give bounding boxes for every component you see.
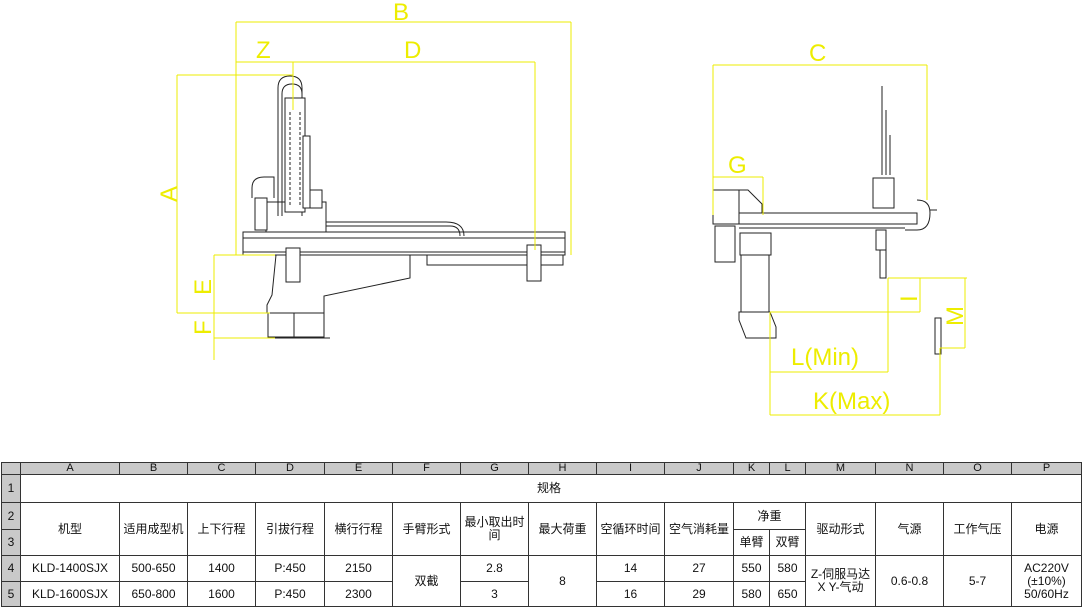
header-model[interactable]: 机型 xyxy=(20,502,120,556)
row-header-1[interactable]: 1 xyxy=(1,474,21,503)
dim-label-m: M xyxy=(942,306,969,326)
column-header-c[interactable]: C xyxy=(187,462,256,475)
dim-label-z: Z xyxy=(256,37,271,64)
cell-updown[interactable]: 1600 xyxy=(187,581,256,607)
header-pressure[interactable]: 工作气压 xyxy=(943,502,1012,556)
cell-single[interactable]: 580 xyxy=(733,581,770,607)
cell-pull[interactable]: P:450 xyxy=(255,581,325,607)
column-header-i[interactable]: I xyxy=(596,462,665,475)
table-row: 3 单臂 双臂 xyxy=(1,529,1082,556)
cell-machine[interactable]: 500-650 xyxy=(119,555,188,582)
table-row: 4 KLD-1400SJX 500-650 1400 P:450 2150 双截… xyxy=(1,555,1082,607)
column-header-j[interactable]: J xyxy=(664,462,734,475)
cell-min-time[interactable]: 2.8 xyxy=(460,555,529,582)
table-row: 2 机型 适用成型机 上下行程 引拔行程 横行行程 手臂形式 最小取出时间 最大… xyxy=(1,502,1082,556)
cell-max-load[interactable]: 8 xyxy=(528,555,597,607)
cell-drive[interactable]: Z-伺服马达 X Y-气动 xyxy=(805,555,876,607)
dimension-lines xyxy=(176,21,967,416)
spec-sheet-table: A B C D E F G H I J K L M N O P 1 规格 2 机… xyxy=(1,462,1082,607)
robot-dimension-drawing: B Z D A E F C G I M L(Min) K(Max) xyxy=(156,0,969,416)
header-pull[interactable]: 引拔行程 xyxy=(255,502,325,556)
select-all-corner[interactable] xyxy=(1,462,21,475)
dim-label-g: G xyxy=(728,152,747,179)
column-header-h[interactable]: H xyxy=(528,462,597,475)
dim-label-d: D xyxy=(404,37,421,64)
dim-label-b: B xyxy=(393,0,409,26)
row-header-3[interactable]: 3 xyxy=(1,529,21,556)
row-header-4[interactable]: 4 xyxy=(1,555,21,582)
header-min-time[interactable]: 最小取出时间 xyxy=(460,502,529,556)
column-header-b[interactable]: B xyxy=(119,462,188,475)
cell-double[interactable]: 650 xyxy=(769,581,806,607)
column-header-a[interactable]: A xyxy=(20,462,120,475)
header-air[interactable]: 空气消耗量 xyxy=(664,502,734,556)
header-drive[interactable]: 驱动形式 xyxy=(805,502,876,556)
cell-cycle[interactable]: 16 xyxy=(596,581,665,607)
cell-model[interactable]: KLD-1600SJX xyxy=(20,581,120,607)
cell-model[interactable]: KLD-1400SJX xyxy=(20,555,120,582)
dim-label-e: E xyxy=(190,279,217,295)
cell-arm[interactable]: 双截 xyxy=(392,555,461,607)
side-view-machine xyxy=(242,75,566,339)
column-header-g[interactable]: G xyxy=(460,462,529,475)
header-max-load[interactable]: 最大荷重 xyxy=(528,502,597,556)
cell-traverse[interactable]: 2300 xyxy=(324,581,393,607)
header-cycle[interactable]: 空循环时间 xyxy=(596,502,665,556)
cell-pull[interactable]: P:450 xyxy=(255,555,325,582)
cell-machine[interactable]: 650-800 xyxy=(119,581,188,607)
cell-min-time[interactable]: 3 xyxy=(460,581,529,607)
cell-traverse[interactable]: 2150 xyxy=(324,555,393,582)
column-header-f[interactable]: F xyxy=(392,462,461,475)
cell-air-source[interactable]: 0.6-0.8 xyxy=(875,555,944,607)
column-header-p[interactable]: P xyxy=(1011,462,1082,475)
table-row: 1 规格 xyxy=(1,474,1082,503)
cell-air[interactable]: 29 xyxy=(664,581,734,607)
row-header-2[interactable]: 2 xyxy=(1,502,21,530)
header-single-arm[interactable]: 单臂 xyxy=(733,529,770,556)
header-weight[interactable]: 净重 xyxy=(733,502,806,530)
cell-single[interactable]: 550 xyxy=(733,555,770,582)
dim-label-a: A xyxy=(156,186,183,202)
cell-power[interactable]: AC220V (±10%) 50/60Hz xyxy=(1011,555,1082,607)
column-header-o[interactable]: O xyxy=(943,462,1012,475)
header-updown[interactable]: 上下行程 xyxy=(187,502,256,556)
header-machine[interactable]: 适用成型机 xyxy=(119,502,188,556)
column-header-d[interactable]: D xyxy=(255,462,325,475)
cell-pressure[interactable]: 5-7 xyxy=(943,555,1012,607)
dim-label-l-min: L(Min) xyxy=(791,344,859,371)
header-double-arm[interactable]: 双臂 xyxy=(769,529,806,556)
column-header-n[interactable]: N xyxy=(875,462,944,475)
dim-label-k-max: K(Max) xyxy=(813,388,890,415)
header-power[interactable]: 电源 xyxy=(1011,502,1082,556)
column-header-m[interactable]: M xyxy=(805,462,876,475)
cell-updown[interactable]: 1400 xyxy=(187,555,256,582)
column-header-row: A B C D E F G H I J K L M N O P xyxy=(1,462,1082,475)
cell-double[interactable]: 580 xyxy=(769,555,806,582)
spec-title-cell[interactable]: 规格 xyxy=(20,474,1082,503)
row-header-5[interactable]: 5 xyxy=(1,581,21,607)
column-header-l[interactable]: L xyxy=(769,462,806,475)
column-header-k[interactable]: K xyxy=(733,462,770,475)
dim-label-c: C xyxy=(809,40,826,67)
cell-cycle[interactable]: 14 xyxy=(596,555,665,582)
front-view-machine xyxy=(712,86,942,355)
column-header-e[interactable]: E xyxy=(324,462,393,475)
table-row: 5 KLD-1600SJX 650-800 1600 P:450 2300 3 … xyxy=(1,581,1082,607)
dim-label-f: F xyxy=(190,320,217,335)
header-traverse[interactable]: 横行行程 xyxy=(324,502,393,556)
header-arm[interactable]: 手臂形式 xyxy=(392,502,461,556)
header-air-source[interactable]: 气源 xyxy=(875,502,944,556)
dim-label-i: I xyxy=(896,295,923,302)
cell-air[interactable]: 27 xyxy=(664,555,734,582)
